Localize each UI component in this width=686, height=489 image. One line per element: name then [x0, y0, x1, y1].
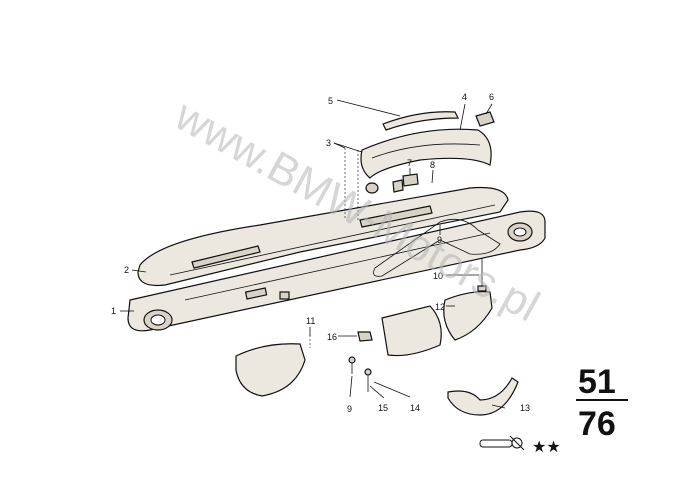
part-15-screw: [364, 368, 372, 392]
part-7-clip: [402, 173, 419, 187]
part-11-lower-cover-left: [235, 343, 306, 397]
callout-9-upper: 9: [437, 235, 442, 245]
part-9-seal: [373, 218, 501, 277]
part-2-padded-dashboard: [137, 186, 509, 287]
part-5-trim-strip: [382, 111, 459, 131]
callout-1: 1: [111, 306, 116, 316]
callout-14: 14: [410, 403, 420, 413]
part-3-instrument-cowl: [360, 128, 492, 179]
callout-5: 5: [328, 96, 333, 106]
part-9-screw-lower: [348, 356, 356, 374]
rating-stars: ★★: [532, 439, 561, 456]
part-8-clip: [392, 179, 404, 193]
callout-6: 6: [489, 92, 494, 102]
callout-8: 8: [430, 160, 435, 170]
part-16-nut: [357, 331, 373, 342]
callout-12: 12: [435, 302, 445, 312]
callout-15: 15: [378, 403, 388, 413]
callout-11: 11: [306, 316, 315, 326]
grommet: [365, 182, 379, 194]
part-10-bolt: [477, 258, 487, 292]
group-number-bottom: 76: [578, 405, 616, 443]
callout-3: 3: [326, 138, 331, 148]
callout-7: 7: [407, 158, 412, 168]
callout-9-lower: 9: [347, 404, 352, 414]
callout-2: 2: [124, 265, 129, 275]
vehicle-symbol-icon: [479, 435, 525, 451]
callout-16: 16: [327, 332, 337, 342]
callout-13: 13: [520, 403, 530, 413]
leader-lines: [120, 99, 506, 409]
group-number-top: 51: [578, 363, 616, 401]
callout-10: 10: [433, 271, 443, 281]
part-13-curved-trim: [447, 377, 519, 416]
part-12-lower-cover-right: [381, 291, 493, 357]
part-6-clip: [475, 111, 495, 127]
callout-4: 4: [462, 92, 467, 102]
part-1-dashboard-carrier: [127, 210, 546, 332]
